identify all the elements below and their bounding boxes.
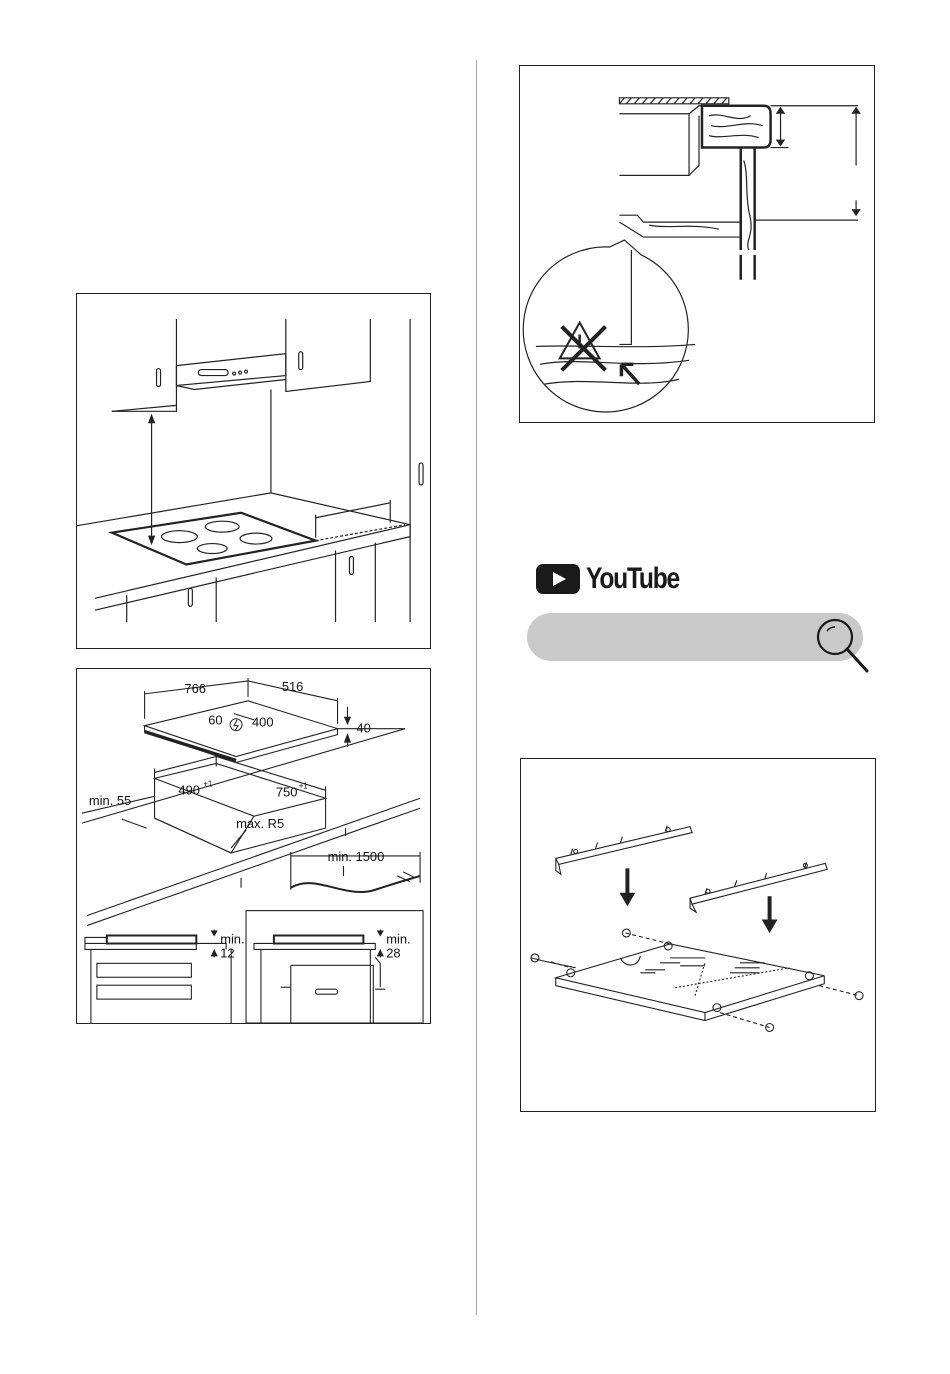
- cutout-depth-label: 490: [178, 782, 200, 797]
- bracket-assembly-figure: [520, 758, 876, 1112]
- drawer-clearance-label: min.: [220, 931, 244, 946]
- cable-length-label: min. 1500: [328, 849, 385, 864]
- cutout-dimensions-illustration: 766 516 60 400 40 490 +1 750 +1 min. 55 …: [77, 669, 430, 1023]
- height-label: 40: [356, 721, 370, 736]
- corner-radius-label: max. R5: [236, 816, 284, 831]
- depth-label: 516: [282, 679, 304, 694]
- worktop-warning-figure: [519, 65, 875, 423]
- worktop-warning-illustration: [520, 66, 874, 422]
- width-label: 766: [184, 681, 206, 696]
- oven-clearance-value: 28: [386, 945, 400, 960]
- cutout-depth-tol-label: +1: [203, 779, 213, 788]
- youtube-logo: YouTube: [536, 560, 699, 598]
- front-clearance-label: min. 55: [89, 793, 131, 808]
- offset-60-label: 60: [208, 713, 222, 728]
- youtube-play-icon: [536, 564, 580, 594]
- offset-400-label: 400: [252, 715, 274, 730]
- bracket-assembly-illustration: [521, 759, 875, 1111]
- hood-clearance-figure: [76, 293, 431, 649]
- drawer-clearance-value: 12: [220, 945, 234, 960]
- cutout-width-label: 750: [276, 784, 298, 799]
- column-divider: [476, 60, 477, 1315]
- oven-clearance-label: min.: [386, 931, 410, 946]
- magnifier-icon[interactable]: [813, 617, 873, 677]
- youtube-wordmark: YouTube: [586, 562, 679, 596]
- cutout-width-tol-label: +1: [299, 781, 309, 790]
- cutout-dimensions-figure: 766 516 60 400 40 490 +1 750 +1 min. 55 …: [76, 668, 431, 1024]
- hood-clearance-illustration: [77, 294, 430, 648]
